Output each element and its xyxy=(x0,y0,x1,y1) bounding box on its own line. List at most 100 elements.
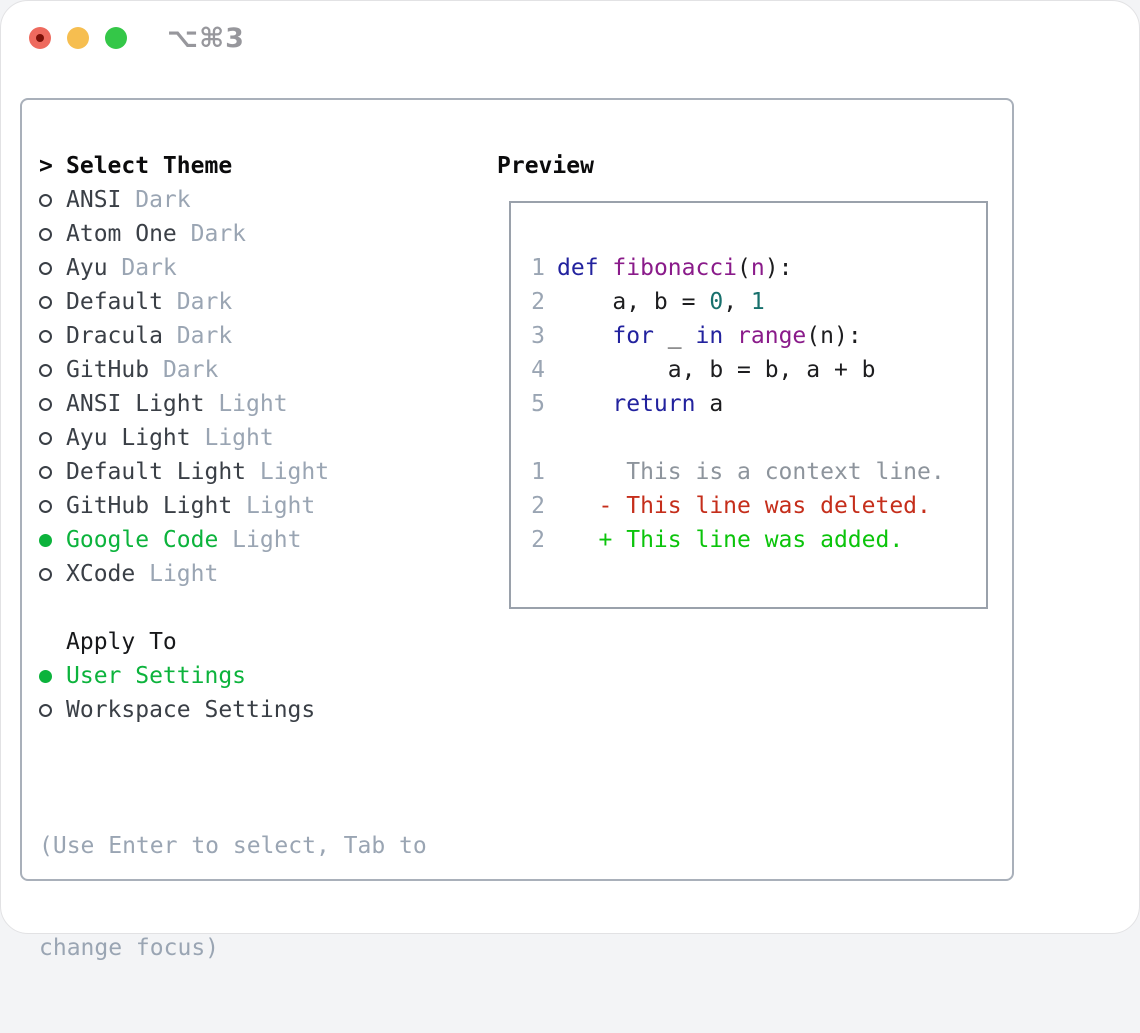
cursor-icon: > xyxy=(39,153,66,179)
item-label: ANSI xyxy=(66,187,121,213)
radio-icon xyxy=(39,704,66,717)
code-token: a xyxy=(695,391,723,417)
radio-icon xyxy=(39,194,66,207)
item-variant-label: Light xyxy=(232,493,315,519)
window-shortcut-label: ⌥⌘3 xyxy=(167,23,245,54)
spacer xyxy=(39,727,427,761)
code-token: def xyxy=(557,255,599,281)
item-variant-label: Dark xyxy=(163,323,232,349)
item-variant-label: Light xyxy=(246,459,329,485)
apply-to-title: Apply To xyxy=(66,629,177,655)
radio-icon xyxy=(39,364,66,377)
code-token: fibonacci xyxy=(612,255,737,281)
code-token: for xyxy=(612,323,654,349)
code-token: ( xyxy=(737,255,751,281)
item-label: Default Light xyxy=(66,459,246,485)
line-number: 2 xyxy=(529,523,545,557)
item-variant-label: Dark xyxy=(177,221,246,247)
line-number: 1 xyxy=(529,251,545,285)
radio-icon xyxy=(39,466,66,479)
maximize-button[interactable] xyxy=(105,27,127,49)
radio-selected-icon xyxy=(39,534,66,547)
code-line: 4 a, b = b, a + b xyxy=(529,353,945,387)
theme-option-github-light[interactable]: GitHub Light Light xyxy=(39,489,427,523)
line-number: 2 xyxy=(529,489,545,523)
item-variant-label: Dark xyxy=(108,255,177,281)
code-line xyxy=(529,421,945,455)
code-token: a, b = xyxy=(557,289,709,315)
select-theme-title: Select Theme xyxy=(66,153,232,179)
radio-icon xyxy=(39,398,66,411)
code-token: range xyxy=(737,323,806,349)
theme-option-github[interactable]: GitHub Dark xyxy=(39,353,427,387)
item-variant-label: Light xyxy=(204,391,287,417)
code-token: ): xyxy=(765,255,793,281)
line-number: 2 xyxy=(529,285,545,319)
item-label: Ayu Light xyxy=(66,425,191,451)
radio-icon xyxy=(39,296,66,309)
theme-option-dracula[interactable]: Dracula Dark xyxy=(39,319,427,353)
code-token: a, b = b, a + b xyxy=(557,357,876,383)
code-line: 1 def fibonacci(n): xyxy=(529,251,945,285)
code-token: (n): xyxy=(806,323,861,349)
item-variant-label: Dark xyxy=(121,187,190,213)
theme-option-ayu[interactable]: Ayu Dark xyxy=(39,251,427,285)
item-variant-label: Light xyxy=(218,527,301,553)
code-line: 3 for _ in range(n): xyxy=(529,319,945,353)
item-label: Default xyxy=(66,289,163,315)
theme-option-google-code[interactable]: Google Code Light xyxy=(39,523,427,557)
hint-line-1: (Use Enter to select, Tab to xyxy=(39,829,427,863)
theme-option-ansi-light[interactable]: ANSI Light Light xyxy=(39,387,427,421)
theme-option-xcode[interactable]: XCode Light xyxy=(39,557,427,591)
radio-icon xyxy=(39,262,66,275)
item-label: Dracula xyxy=(66,323,163,349)
close-button[interactable] xyxy=(29,27,51,49)
theme-option-default-light[interactable]: Default Light Light xyxy=(39,455,427,489)
code-line: 2 - This line was deleted. xyxy=(529,489,945,523)
theme-option-ansi[interactable]: ANSI Dark xyxy=(39,183,427,217)
item-label: Atom One xyxy=(66,221,177,247)
item-label: Google Code xyxy=(66,527,218,553)
radio-icon xyxy=(39,568,66,581)
item-variant-label: Light xyxy=(191,425,274,451)
apply-option-user-settings[interactable]: User Settings xyxy=(39,659,427,693)
hint-line-2: change focus) xyxy=(39,931,427,965)
radio-icon xyxy=(39,432,66,445)
code-token: return xyxy=(612,391,695,417)
code-token xyxy=(557,323,612,349)
radio-selected-icon xyxy=(39,670,66,683)
line-number: 3 xyxy=(529,319,545,353)
code-token xyxy=(557,391,612,417)
select-theme-header: > Select Theme xyxy=(39,149,427,183)
radio-icon xyxy=(39,228,66,241)
item-label: User Settings xyxy=(66,663,246,689)
code-token: , xyxy=(723,289,751,315)
code-line: 1 This is a context line. xyxy=(529,455,945,489)
code-token: - This line was deleted. xyxy=(557,493,931,519)
theme-option-atom-one[interactable]: Atom One Dark xyxy=(39,217,427,251)
minimize-button[interactable] xyxy=(67,27,89,49)
code-line: 5 return a xyxy=(529,387,945,421)
line-number: 4 xyxy=(529,353,545,387)
code-token xyxy=(723,323,737,349)
code-token: n xyxy=(751,255,765,281)
apply-option-workspace-settings[interactable]: Workspace Settings xyxy=(39,693,427,727)
code-token: 1 xyxy=(751,289,765,315)
theme-option-ayu-light[interactable]: Ayu Light Light xyxy=(39,421,427,455)
line-number: 1 xyxy=(529,455,545,489)
radio-icon xyxy=(39,500,66,513)
theme-option-default[interactable]: Default Dark xyxy=(39,285,427,319)
item-label: XCode xyxy=(66,561,135,587)
item-label: GitHub Light xyxy=(66,493,232,519)
code-token: 0 xyxy=(709,289,723,315)
item-variant-label: Dark xyxy=(163,289,232,315)
item-label: GitHub xyxy=(66,357,149,383)
spacer xyxy=(39,591,427,625)
line-number: 5 xyxy=(529,387,545,421)
item-variant-label: Dark xyxy=(149,357,218,383)
code-line: 2 + This line was added. xyxy=(529,523,945,557)
